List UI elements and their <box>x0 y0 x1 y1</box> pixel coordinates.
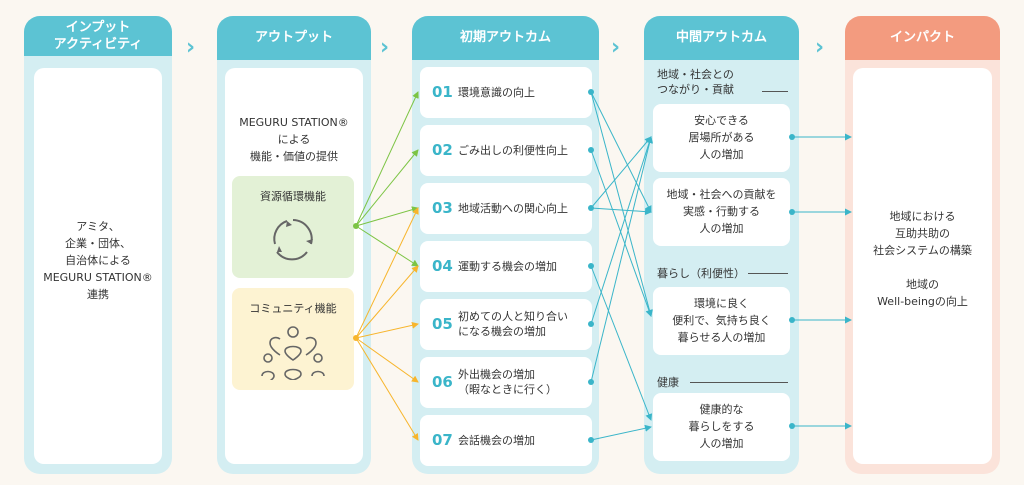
middle-item-healthy-life: 健康的な 暮らしをする 人の増加 <box>653 393 790 461</box>
chevron-right-icon: › <box>186 35 196 60</box>
item-number: 01 <box>432 83 453 101</box>
item-label: 環境意識の向上 <box>458 86 535 99</box>
initial-item-01: 01 環境意識の向上 <box>420 67 592 118</box>
initial-item-07: 07 会話機会の増加 <box>420 415 592 466</box>
connector <box>590 149 653 317</box>
initial-item-04: 04 運動する機会の増加 <box>420 241 592 292</box>
connector-dot <box>588 437 594 443</box>
connector <box>590 91 653 317</box>
impact-column: インパクト 地域における 互助共助の 社会システムの構築 地域の Well-be… <box>845 16 1000 474</box>
connector-dot <box>353 223 359 229</box>
output-column-title: アウトプット <box>217 16 371 60</box>
item-label: 地域活動への関心向上 <box>458 202 568 215</box>
chevron-right-icon: › <box>611 35 621 60</box>
connector <box>590 136 653 325</box>
output-intro-text: MEGURU STATION® による 機能・価値の提供 <box>239 116 349 163</box>
connector <box>355 225 419 267</box>
item-label: 初めての人と知り合い になる機会の増加 <box>458 310 568 338</box>
connector <box>355 321 419 339</box>
connector-dot <box>588 89 594 95</box>
item-number: 06 <box>432 373 453 391</box>
connector-dot <box>353 335 359 341</box>
connector <box>355 337 419 441</box>
item-label: 運動する機会の増加 <box>458 260 557 273</box>
chevron-right-icon: › <box>815 35 825 60</box>
connector <box>590 265 653 421</box>
connector-dot <box>789 317 795 323</box>
item-label: ごみ出しの利便性向上 <box>458 144 568 157</box>
item-number: 04 <box>432 257 453 275</box>
group-heading-health: 健康 <box>657 376 679 389</box>
connector-dot <box>588 263 594 269</box>
middle-outcome-title: 中間アウトカム <box>644 16 799 60</box>
connector-dot <box>588 321 594 327</box>
item-number: 07 <box>432 431 453 449</box>
initial-item-03: 03 地域活動への関心向上 <box>420 183 592 234</box>
connector <box>355 91 419 227</box>
connector <box>355 207 419 339</box>
resource-circulation-label: 資源循環機能 <box>260 190 326 203</box>
heading-rule <box>748 273 788 274</box>
connector-dot <box>588 379 594 385</box>
connector-dot <box>588 205 594 211</box>
community-icon <box>261 326 325 380</box>
impact-title: インパクト <box>845 16 1000 60</box>
input-column-title: インプット アクティビティ <box>24 16 172 56</box>
initial-outcome-title: 初期アウトカム <box>412 16 599 60</box>
impact-body-text: 地域における 互助共助の 社会システムの構築 地域の Well-beingの向上 <box>873 210 972 308</box>
heading-rule <box>762 91 788 92</box>
group-heading-connection: 地域・社会との つながり・貢献 <box>657 68 734 96</box>
connector <box>590 207 652 216</box>
middle-item-comfortable-life: 環境に良く 便利で、気持ち良く 暮らせる人の増加 <box>653 287 790 355</box>
resource-circulation-feature: 資源循環機能 <box>232 176 354 278</box>
connector <box>590 136 652 209</box>
input-column: インプット アクティビティ アミタ、 企業・団体、 自治体による MEGURU … <box>24 16 172 474</box>
connector <box>355 265 419 339</box>
connector <box>590 91 652 213</box>
connector-dot <box>588 147 594 153</box>
middle-item-safe-place: 安心できる 居場所がある 人の増加 <box>653 104 790 172</box>
chevron-right-icon: › <box>380 35 390 60</box>
connector-dot <box>789 209 795 215</box>
recycle-icon <box>273 219 313 261</box>
input-body-text: アミタ、 企業・団体、 自治体による MEGURU STATION® 連携 <box>43 220 153 301</box>
community-feature: コミュニティ機能 <box>232 288 354 390</box>
connector <box>590 424 652 441</box>
connector <box>355 337 419 383</box>
item-label: 外出機会の増加 （暇なときに行く） <box>458 368 557 396</box>
group-heading-convenience: 暮らし（利便性） <box>657 267 745 280</box>
initial-item-02: 02 ごみ出しの利便性向上 <box>420 125 592 176</box>
connector-dot <box>789 134 795 140</box>
middle-item-contribution: 地域・社会への貢献を 実感・行動する 人の増加 <box>653 178 790 246</box>
connector <box>355 206 419 227</box>
item-number: 02 <box>432 141 453 159</box>
connector-dot <box>789 423 795 429</box>
impact-body-box: 地域における 互助共助の 社会システムの構築 地域の Well-beingの向上 <box>853 68 992 464</box>
initial-item-05: 05 初めての人と知り合い になる機会の増加 <box>420 299 592 350</box>
item-number: 05 <box>432 315 453 333</box>
item-label: 会話機会の増加 <box>458 434 535 447</box>
initial-item-06: 06 外出機会の増加 （暇なときに行く） <box>420 357 592 408</box>
connector <box>590 136 653 383</box>
heading-rule <box>690 382 788 383</box>
item-number: 03 <box>432 199 453 217</box>
connector <box>355 149 419 227</box>
input-body-box: アミタ、 企業・団体、 自治体による MEGURU STATION® 連携 <box>34 68 162 464</box>
community-label: コミュニティ機能 <box>249 302 337 315</box>
